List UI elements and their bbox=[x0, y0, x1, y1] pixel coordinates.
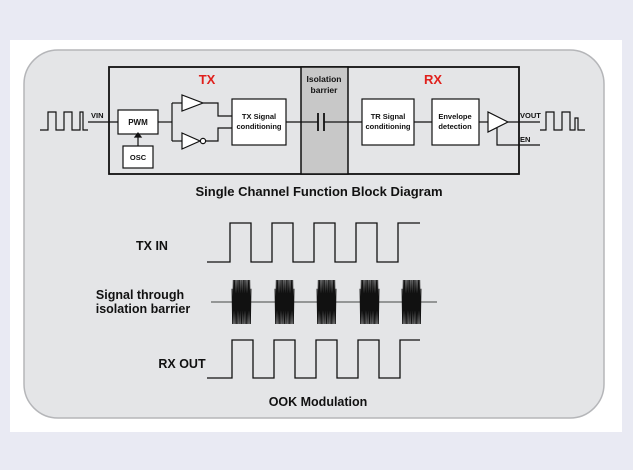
isolation-label-line1: Isolation bbox=[307, 74, 342, 84]
block-diagram bbox=[40, 66, 585, 175]
ook-burst-3 bbox=[316, 279, 337, 325]
rx-out-label: RX OUT bbox=[158, 357, 206, 371]
tx-signal-label-line1: TX Signal bbox=[242, 112, 276, 121]
vin-input-waveform bbox=[40, 111, 88, 131]
rx-label: RX bbox=[424, 72, 442, 87]
vout-label: VOUT bbox=[520, 111, 541, 120]
tx-signal-label-line2: conditioning bbox=[237, 122, 282, 131]
output-buffer-triangle bbox=[487, 111, 510, 133]
pwm-label: PWM bbox=[128, 118, 148, 127]
inverter-bubble bbox=[199, 137, 207, 145]
signal-label-line1: Signal through bbox=[96, 288, 184, 302]
ook-burst-5 bbox=[401, 279, 422, 325]
signal-label-line2: isolation barrier bbox=[96, 302, 191, 316]
tr-signal-label-line2: conditioning bbox=[366, 122, 411, 131]
envelope-label-line2: detection bbox=[438, 122, 472, 131]
vin-label: VIN bbox=[91, 111, 104, 120]
vout-output-waveform bbox=[540, 111, 585, 131]
tx-label: TX bbox=[199, 72, 216, 87]
tx-signal-block bbox=[231, 98, 287, 146]
en-line bbox=[496, 128, 540, 146]
inverter-triangle bbox=[181, 132, 202, 150]
tr-signal-label-line1: TR Signal bbox=[371, 112, 406, 121]
buffer-top-out bbox=[203, 102, 232, 117]
buffer-bottom-out bbox=[206, 127, 232, 142]
pwm-block bbox=[117, 109, 159, 135]
envelope-block bbox=[431, 98, 480, 146]
envelope-label-line1: Envelope bbox=[438, 112, 471, 121]
osc-label: OSC bbox=[130, 153, 147, 162]
ook-burst-2 bbox=[274, 279, 295, 325]
en-label: EN bbox=[520, 135, 530, 144]
ook-bursts bbox=[231, 279, 422, 325]
osc-arrowhead bbox=[133, 132, 143, 138]
isolation-label-line2: barrier bbox=[311, 85, 339, 95]
tx-in-label: TX IN bbox=[136, 239, 168, 253]
buffer-triangle bbox=[181, 94, 205, 112]
block-diagram-caption: Single Channel Function Block Diagram bbox=[195, 184, 442, 199]
ook-burst-1 bbox=[231, 279, 252, 325]
tr-signal-block bbox=[361, 98, 415, 146]
ook-caption: OOK Modulation bbox=[269, 395, 368, 409]
ook-burst-4 bbox=[359, 279, 380, 325]
tx-in-waveform bbox=[207, 222, 420, 263]
rx-out-waveform bbox=[207, 339, 420, 379]
